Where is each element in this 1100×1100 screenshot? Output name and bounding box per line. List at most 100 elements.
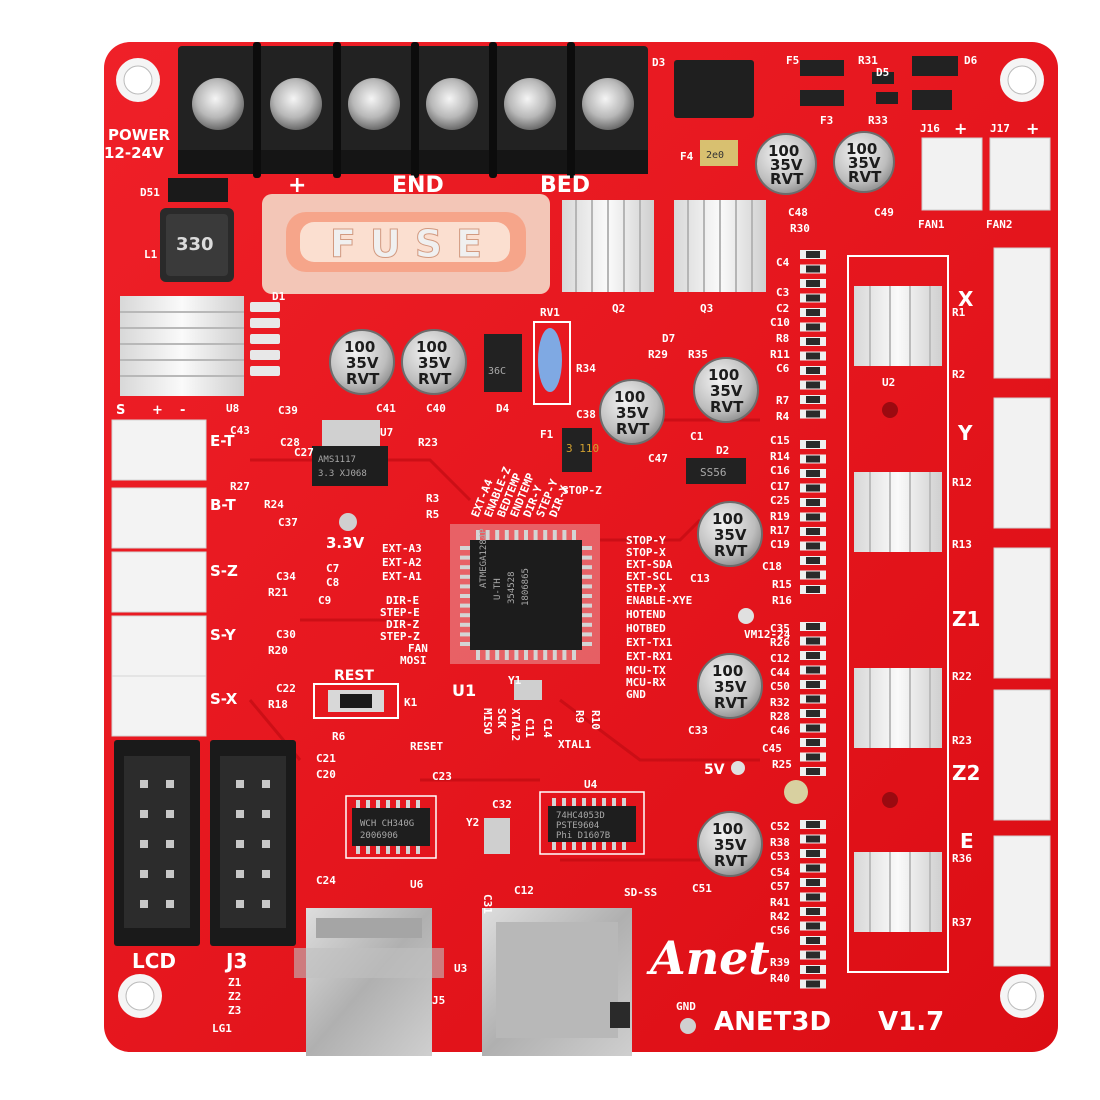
mcu-pin (582, 642, 592, 646)
diode-d3 (674, 60, 754, 118)
svg-text:R23: R23 (418, 436, 438, 449)
svg-text:C39: C39 (278, 404, 298, 417)
svg-text:R28: R28 (770, 710, 790, 723)
svg-text:U-TH: U-TH (493, 578, 503, 600)
svg-text:SS56: SS56 (700, 466, 727, 479)
svg-text:R11: R11 (770, 348, 790, 361)
svg-text:C33: C33 (688, 724, 708, 737)
svg-text:C47: C47 (648, 452, 668, 465)
fan-connectors: J16 J17 + + FAN1 FAN2 (918, 119, 1051, 231)
svg-text:U7: U7 (380, 426, 393, 439)
servo-s-label: S (116, 403, 125, 418)
svg-text:RV1: RV1 (540, 306, 560, 319)
svg-text:RVT: RVT (346, 370, 380, 388)
left-jst-connectors (111, 419, 207, 737)
svg-text:J17: J17 (990, 122, 1010, 135)
svg-text:C4: C4 (776, 256, 790, 269)
passive-column-1-labels: R30 C4 C3 C2 C10 R8 R11 C6 R7 R4 (770, 222, 810, 423)
passive-body (806, 410, 820, 418)
passive-body (806, 470, 820, 477)
svg-text:RVT: RVT (770, 170, 804, 188)
svg-text:SD-SS: SD-SS (624, 886, 657, 899)
inductor-value: 330 (176, 234, 214, 255)
svg-text:R30: R30 (790, 222, 810, 235)
svg-text:3.3 XJ068: 3.3 XJ068 (318, 469, 367, 479)
svg-text:R37: R37 (952, 916, 972, 929)
svg-text:STOP-Y: STOP-Y (626, 534, 666, 547)
svg-text:STEP-E: STEP-E (380, 606, 420, 619)
svg-text:C11: C11 (523, 718, 536, 738)
usb-b-connector: J5 (294, 908, 445, 1056)
svg-text:354528: 354528 (507, 571, 517, 604)
svg-text:HOTBED: HOTBED (626, 622, 666, 635)
svg-text:C19: C19 (770, 538, 790, 551)
svg-text:XTAL1: XTAL1 (558, 738, 591, 751)
svg-text:MCU-RX: MCU-RX (626, 676, 666, 689)
svg-text:C21: C21 (316, 752, 336, 765)
reset-label: RESET (410, 740, 443, 753)
passive-body (806, 251, 820, 258)
mcu-pin (533, 530, 538, 540)
header-pin (236, 780, 244, 788)
svg-text:R24: R24 (264, 498, 284, 511)
svg-text:C45: C45 (762, 742, 782, 755)
passive-body (806, 557, 820, 564)
mcu-pin (582, 555, 592, 560)
inductor-ref: L1 (144, 248, 158, 261)
passive-column-3 (800, 622, 826, 776)
header-pin (236, 870, 244, 878)
svg-text:STOP-X: STOP-X (626, 546, 666, 559)
svg-text:D6: D6 (964, 54, 978, 67)
svg-text:EXT-RX1: EXT-RX1 (626, 650, 673, 663)
svg-text:R29: R29 (648, 348, 668, 361)
svg-text:MOSI: MOSI (400, 654, 427, 667)
passive-body (806, 265, 820, 273)
svg-text:R13: R13 (952, 538, 972, 551)
passive-body (806, 666, 820, 674)
fuse-f4-value: 2e0 (706, 150, 724, 161)
mounting-holes (116, 58, 1044, 1018)
mcu-pin (543, 530, 548, 540)
passive-body (806, 542, 820, 550)
svg-text:100: 100 (712, 510, 743, 528)
svg-text:EXT-A3: EXT-A3 (382, 542, 422, 555)
svg-text:WCH CH340G: WCH CH340G (360, 819, 414, 829)
mcu-pin (460, 565, 470, 570)
mcu-pin (476, 530, 480, 540)
svg-text:100: 100 (712, 662, 743, 680)
motor-connectors (993, 247, 1051, 967)
svg-text:ATMEGA1284P: ATMEGA1284P (479, 528, 489, 588)
svg-text:C8: C8 (326, 576, 339, 589)
svg-text:R12: R12 (952, 476, 972, 489)
mcu-pin (543, 650, 548, 660)
svg-text:+: + (1026, 119, 1039, 138)
svg-text:D2: D2 (716, 444, 729, 457)
passive-body (806, 980, 820, 988)
j3-label: J3 (224, 949, 247, 973)
fuse-f4-ref: F4 (680, 150, 694, 163)
svg-text:U2: U2 (882, 376, 895, 389)
brand-logo: Anet (646, 931, 770, 985)
svg-text:100: 100 (344, 338, 375, 356)
svg-text:C48: C48 (788, 206, 808, 219)
svg-text:F1: F1 (540, 428, 554, 441)
label-5v: 5V (704, 762, 725, 778)
svg-text:2006906: 2006906 (360, 831, 398, 841)
lcd-label: LCD (132, 949, 176, 973)
svg-text:C1: C1 (690, 430, 704, 443)
stop-z-label: STOP-Z (562, 484, 602, 497)
svg-text:C34: C34 (276, 570, 296, 583)
mcu-pin (495, 650, 500, 660)
svg-text:R16: R16 (772, 594, 792, 607)
svg-text:DIR-E: DIR-E (386, 594, 419, 607)
svg-text:DIR-Z: DIR-Z (386, 618, 419, 631)
svg-text:AMS1117: AMS1117 (318, 455, 356, 465)
conn-label-b-t: B-T (210, 496, 236, 514)
svg-text:36C: 36C (488, 366, 506, 377)
label-vm: VM12-24 (744, 628, 791, 641)
svg-text:35V: 35V (418, 354, 451, 372)
passive-body (806, 681, 820, 688)
svg-text:U4: U4 (584, 778, 598, 791)
svg-text:C49: C49 (874, 206, 894, 219)
mcu-pin (460, 584, 470, 589)
